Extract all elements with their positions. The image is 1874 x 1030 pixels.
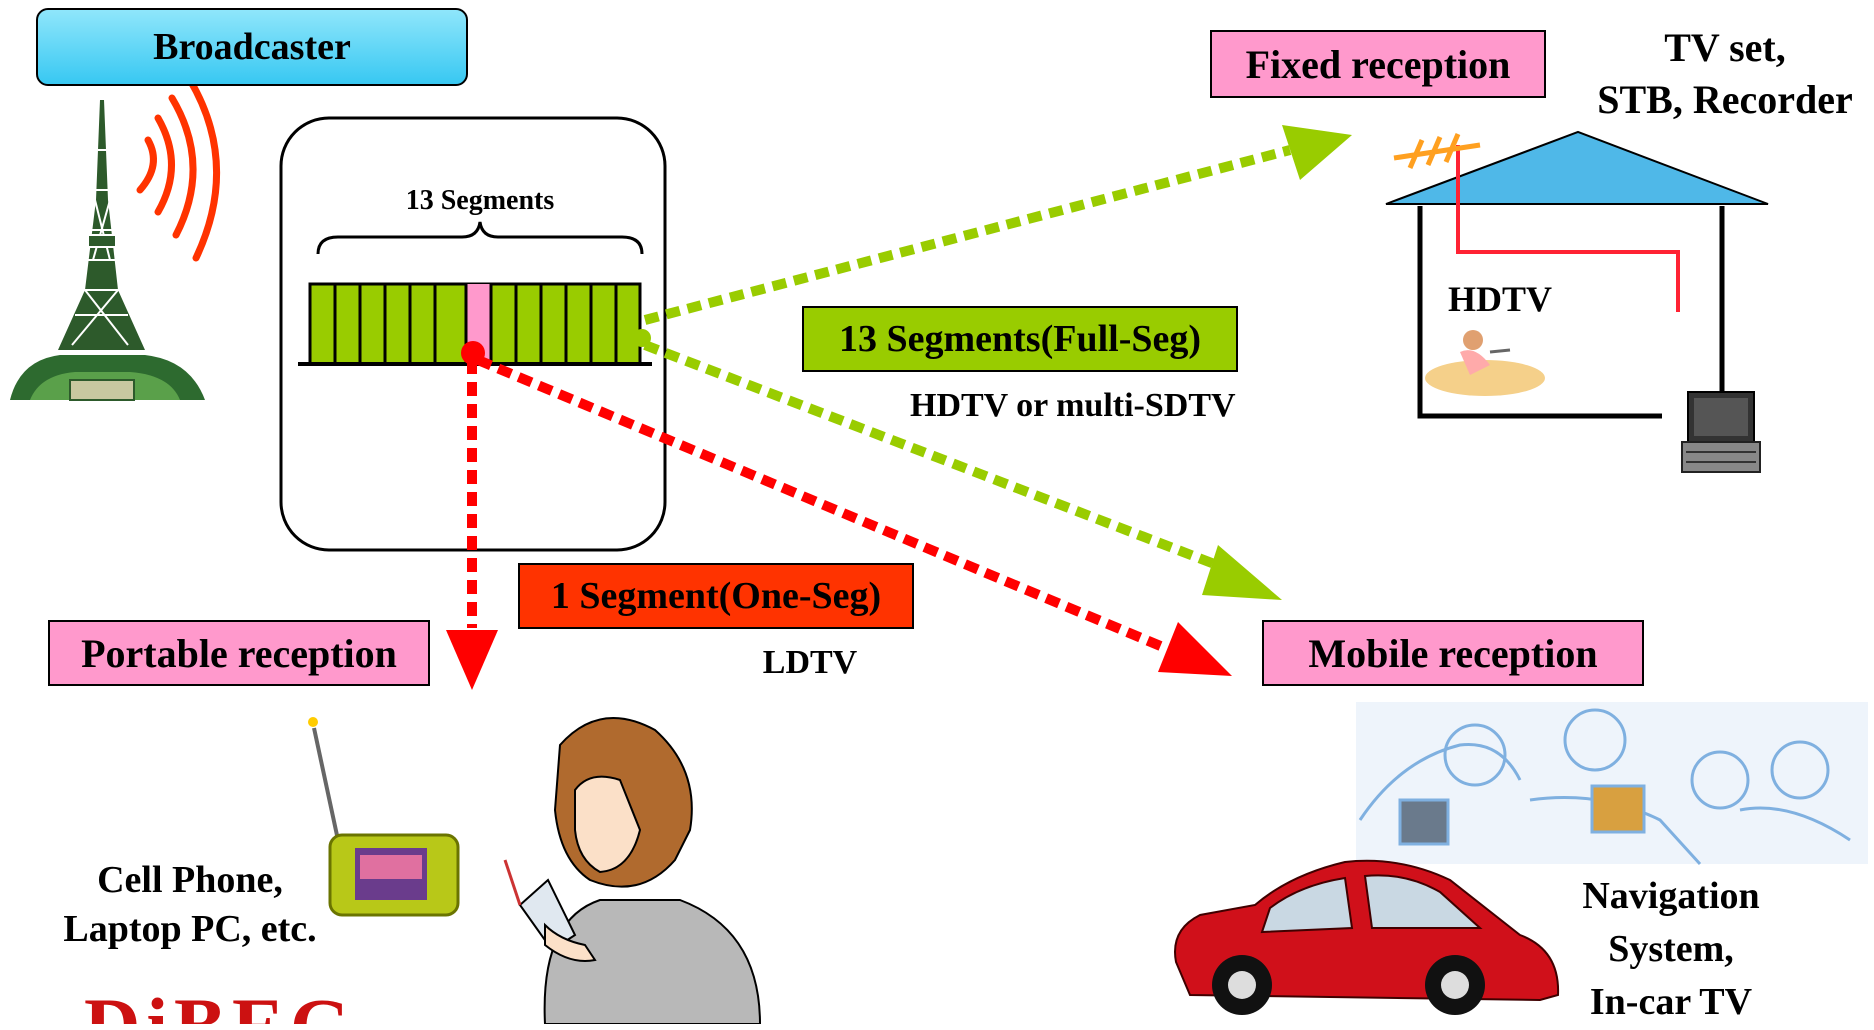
one-seg-arrow-mobile bbox=[476, 355, 1232, 676]
full-seg-arrow-fixed bbox=[643, 125, 1352, 325]
broadcaster-label: Broadcaster bbox=[36, 8, 468, 86]
one-seg-sub: LDTV bbox=[762, 644, 858, 681]
house-screen-label: HDTV bbox=[1447, 279, 1552, 319]
antenna-icon bbox=[1393, 133, 1481, 169]
fixed-reception-text: Fixed reception bbox=[1245, 41, 1511, 87]
segments-title: 13 Segments bbox=[405, 185, 555, 216]
full-seg-label: 13 Segments(Full-Seg) bbox=[802, 306, 1238, 372]
mobile-devices-line3: In-car TV bbox=[1589, 981, 1753, 1024]
fixed-devices-line1: TV set, bbox=[1664, 25, 1786, 70]
house-icon bbox=[1385, 130, 1769, 419]
one-seg-arrow-portable bbox=[446, 360, 498, 690]
one-seg-origin-dot bbox=[461, 341, 485, 365]
one-seg-text: 1 Segment(One-Seg) bbox=[550, 575, 882, 617]
radio-waves-icon bbox=[136, 76, 220, 262]
mobile-devices-line2: System, bbox=[1608, 928, 1734, 971]
tv-set-icon bbox=[1681, 391, 1761, 473]
portable-tv-phone-icon bbox=[308, 717, 460, 917]
mobile-reception-label: Mobile reception bbox=[1262, 620, 1644, 686]
broadcast-tower-icon bbox=[10, 100, 205, 401]
full-seg-arrow-mobile bbox=[643, 340, 1282, 600]
car-icon bbox=[1174, 859, 1560, 1015]
passengers-with-screens-icon bbox=[1356, 702, 1868, 866]
full-seg-sub: HDTV or multi-SDTV bbox=[910, 387, 1236, 424]
svg-text:DiBEG: DiBEG bbox=[84, 982, 357, 1024]
dibeg-logo: DiBEG bbox=[84, 982, 357, 1024]
person-with-phone-icon bbox=[503, 717, 762, 1024]
full-seg-origin-dot bbox=[633, 329, 651, 347]
mobile-devices-text: Navigation System, In-car TV bbox=[1536, 870, 1806, 1030]
portable-devices-line1: Cell Phone, bbox=[97, 859, 283, 901]
fixed-reception-label: Fixed reception bbox=[1210, 30, 1546, 98]
portable-reception-text: Portable reception bbox=[81, 630, 397, 676]
mobile-reception-text: Mobile reception bbox=[1308, 630, 1598, 676]
fixed-devices-text: TV set, STB, Recorder bbox=[1580, 22, 1870, 126]
full-seg-text: 13 Segments(Full-Seg) bbox=[838, 318, 1202, 360]
portable-devices-text: Cell Phone, Laptop PC, etc. bbox=[30, 856, 350, 955]
viewer-on-floor-icon bbox=[1425, 330, 1545, 396]
segments-brace bbox=[316, 221, 644, 255]
broadcaster-text: Broadcaster bbox=[153, 26, 351, 68]
fixed-devices-line2: STB, Recorder bbox=[1597, 77, 1853, 122]
portable-devices-line2: Laptop PC, etc. bbox=[63, 908, 317, 951]
one-seg-label: 1 Segment(One-Seg) bbox=[518, 563, 914, 629]
mobile-devices-line1: Navigation bbox=[1582, 875, 1760, 917]
portable-reception-label: Portable reception bbox=[48, 620, 430, 686]
